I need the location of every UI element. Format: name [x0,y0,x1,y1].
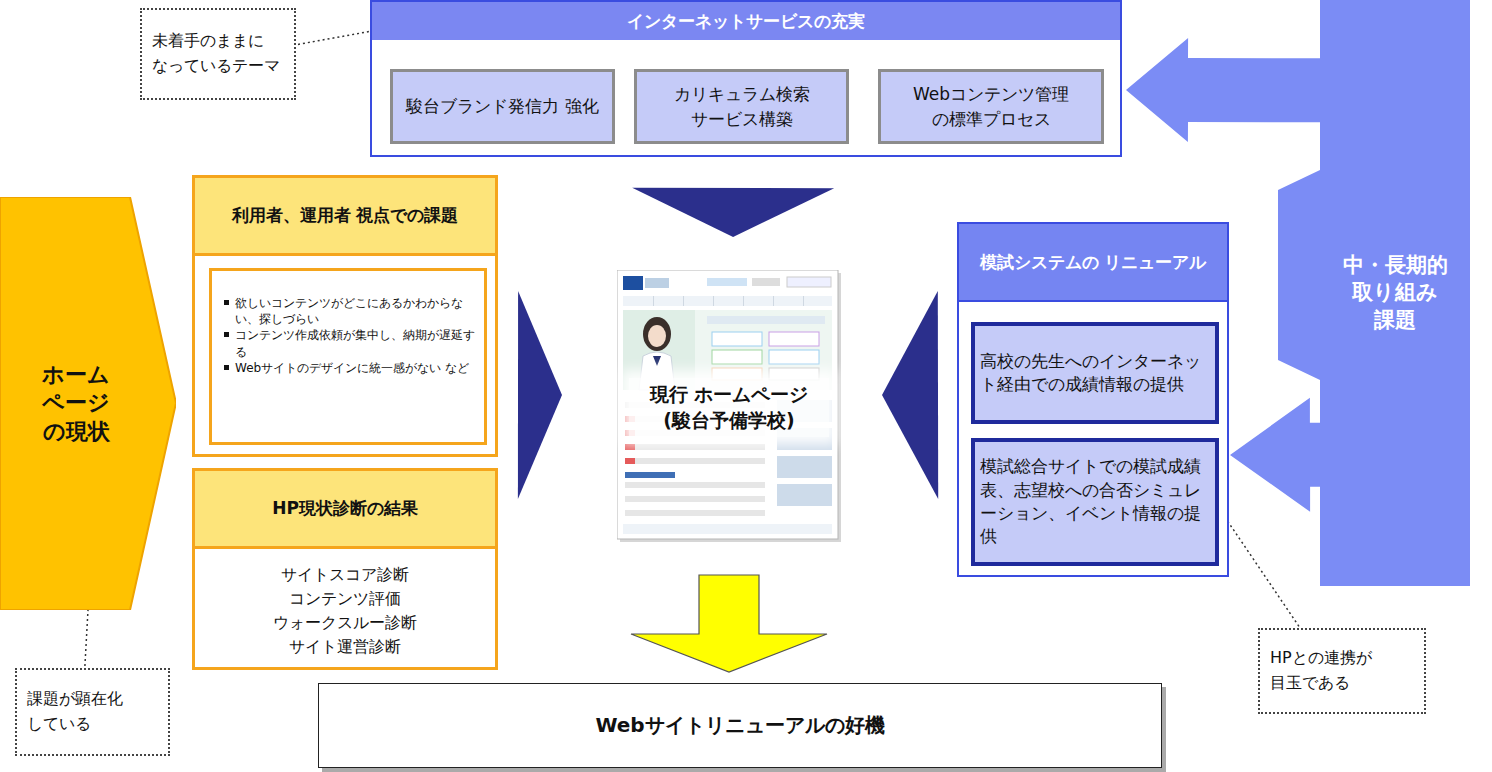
theme-box: Webコンテンツ管理 の標準プロセス [878,69,1104,144]
panel-heading: 利用者、運用者 視点での課題 [195,178,495,256]
diagnosis-panel: HP現状診断の結果サイトスコア診断コンテンツ評価ウォークスルー診断サイト運営診断 [192,468,498,670]
theme-band: インターネットサービスの充実駿台ブランド発信力 強化 カリキュラム検索 サービス構… [370,0,1122,157]
label-text: Webサイトリニューアルの好機 [595,712,884,739]
leader-line [85,610,88,666]
block-arrow [1230,398,1322,512]
flow-triangle [518,291,562,499]
label-text: 中・長期的 取り組み 課題 [1338,252,1452,334]
leader-line [298,31,370,44]
label-text: ホーム ページ の現状 [39,361,113,447]
exam-system-panel: 模試システムの リニューアル高校の先生へのインターネット経由での成績情報の提供模… [957,222,1229,577]
panel-item: サイト運営診断 [195,635,495,659]
panel-item: コンテンツ評価 [195,587,495,611]
callout-note: 課題が顕在化 している [15,668,170,756]
feature-box: 模試総合サイトでの模試成績表、志望校への合否シミュレーション、イベント情報の提供 [971,438,1219,566]
block-arrow [1126,38,1322,142]
label-text: 駿台ブランド発信力 強化 [406,94,598,119]
status-arrow: ホーム ページ の現状 [0,197,176,610]
theme-box: カリキュラム検索 サービス構築 [634,69,849,144]
leader-line [1219,508,1299,626]
label-text: 課題が顕在化 している [27,687,158,737]
label-text: カリキュラム検索 サービス構築 [641,82,842,131]
flow-triangle [632,188,834,237]
label-text: Webコンテンツ管理 の標準プロセス [885,82,1097,131]
bullet-item: コンテンツ作成依頼が集中し、納期が遅延する [224,327,476,359]
panel-item: ウォークスルー診断 [195,611,495,635]
leader-stroke [1219,508,1299,626]
leader-stroke [298,31,370,44]
callout-note: 未着手のままに なっているテーマ [140,8,296,100]
bullet-item: Webサイトのデザインに統一感がない など [224,360,476,376]
conclusion-box: Webサイトリニューアルの好機 [318,683,1162,768]
flow-triangle [882,291,938,499]
panel-item: サイトスコア診断 [195,563,495,587]
label-text: 未着手のままに なっているテーマ [152,29,284,79]
current-homepage: 現行 ホームページ(駿台予備学校) [617,270,841,542]
label-text: HPとの連携が 目玉である [1270,646,1414,696]
label-text: 模試総合サイトでの模試成績表、志望校への合否シミュレーション、イベント情報の提供 [980,455,1210,549]
leader-stroke [85,610,88,666]
bullet-item: 欲しいコンテンツがどこにあるかわからない、探しづらい [224,295,476,327]
callout-note: HPとの連携が 目玉である [1258,628,1426,714]
issue-list: 欲しいコンテンツがどこにあるかわからない、探しづらいコンテンツ作成依頼が集中し、… [209,268,487,445]
band-heading: インターネットサービスの充実 [372,2,1120,40]
result-arrow [631,575,827,672]
arrow-outline [0,197,176,610]
label-text: 高校の先生へのインターネット経由での成績情報の提供 [980,350,1210,397]
panel-heading: 模試システムの リニューアル [959,224,1227,302]
long-term-band: 中・長期的 取り組み 課題 [1278,0,1470,586]
panel-heading: HP現状診断の結果 [195,471,495,549]
theme-box: 駿台ブランド発信力 強化 [390,69,615,144]
feature-box: 高校の先生へのインターネット経由での成績情報の提供 [971,322,1219,424]
label-text: 現行 ホームページ(駿台予備学校) [629,378,829,437]
arrow-outline [1278,0,1470,586]
issue-panel: 利用者、運用者 視点での課題欲しいコンテンツがどこにあるかわからない、探しづらい… [192,175,498,457]
